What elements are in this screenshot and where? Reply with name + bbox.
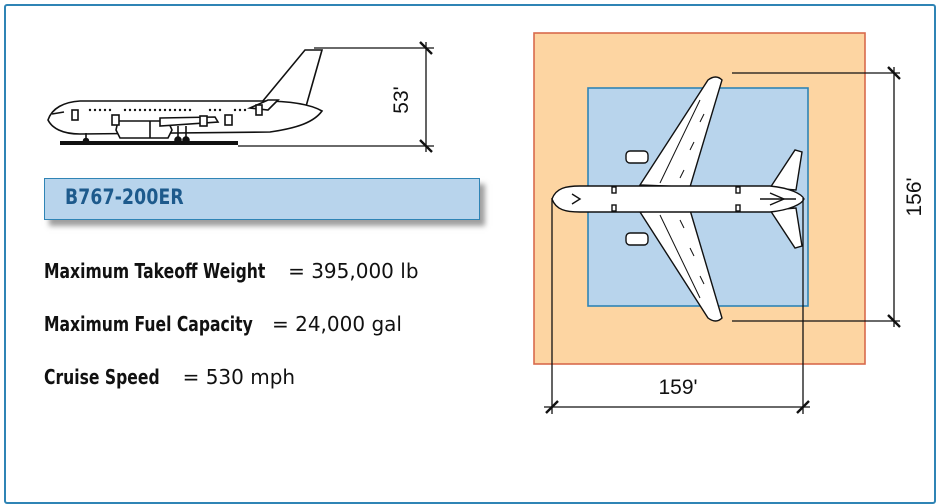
aircraft-drawings: 53' — [47, 32, 926, 414]
side-view-windows — [88, 108, 247, 112]
spec-label: Maximum Fuel Capacity — [44, 312, 253, 336]
wingspan-dimension — [544, 198, 810, 414]
spec-value: = 395,000 lb — [288, 259, 419, 283]
side-view-aircraft — [47, 49, 324, 145]
wingspan-label: 159' — [658, 376, 697, 399]
spec-cruise-speed: Cruise Speed = 530 mph — [44, 365, 295, 389]
spec-value: = 530 mph — [182, 365, 296, 389]
spec-label: Maximum Takeoff Weight — [44, 259, 266, 283]
height-dimension — [238, 41, 434, 153]
length-dimension — [732, 66, 901, 328]
plan-view-aircraft — [551, 76, 805, 322]
ground-line — [60, 141, 238, 145]
model-title-box: B767-200ER — [44, 178, 480, 220]
plan-view-wing-details — [659, 99, 705, 299]
height-label: 53' — [390, 86, 413, 113]
b767-spec-diagram: 53' — [4, 4, 936, 504]
spec-max-takeoff-weight: Maximum Takeoff Weight = 395,000 lb — [44, 259, 419, 283]
spec-value: = 24,000 gal — [271, 312, 402, 336]
length-label: 156' — [903, 177, 926, 216]
spec-max-fuel-capacity: Maximum Fuel Capacity = 24,000 gal — [44, 312, 402, 336]
model-title: B767-200ER — [65, 185, 184, 209]
spec-label: Cruise Speed — [44, 365, 160, 389]
